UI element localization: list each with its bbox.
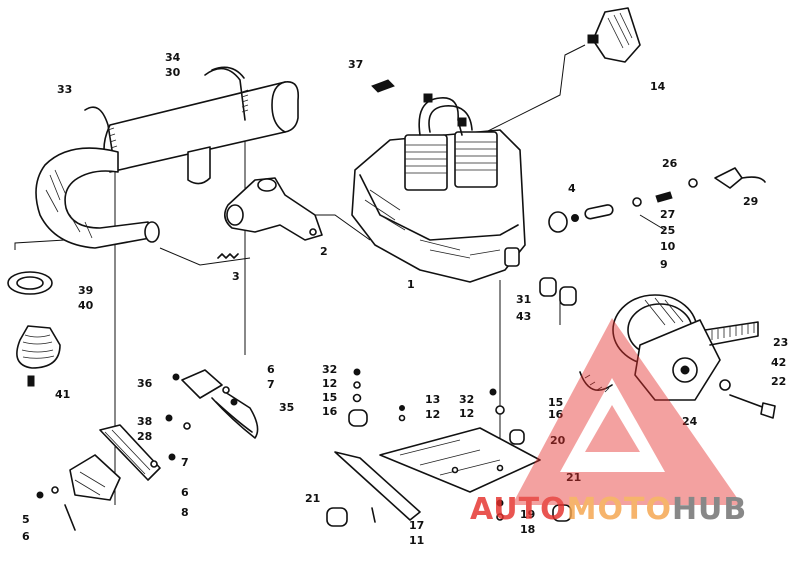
callout-35: 35 <box>279 401 294 414</box>
callout-17: 17 <box>409 519 424 532</box>
part-14-cover <box>587 7 641 63</box>
callout-9: 9 <box>660 258 668 271</box>
callout-32: 32 <box>459 393 474 406</box>
rubber-mounts <box>326 409 572 527</box>
exhaust-manifold <box>224 177 323 241</box>
callout-21: 21 <box>305 492 320 505</box>
callout-12: 12 <box>322 377 337 390</box>
callout-23: 23 <box>773 336 788 349</box>
callout-22: 22 <box>771 375 786 388</box>
watermark-moto: MOTO <box>567 492 672 527</box>
callout-30: 30 <box>165 66 181 79</box>
heat-shield-8 <box>99 424 176 481</box>
callout-11: 11 <box>409 534 424 547</box>
bolt-22 <box>729 394 776 419</box>
callout-20: 20 <box>550 434 566 447</box>
callout-6: 6 <box>181 486 189 499</box>
watermark-triangle-icon <box>512 318 742 505</box>
drive-belt-23 <box>579 321 759 393</box>
callout-40: 40 <box>78 299 94 312</box>
callout-34: 34 <box>165 51 181 64</box>
callout-15: 15 <box>548 396 563 409</box>
callout-26: 26 <box>662 157 678 170</box>
callout-1: 1 <box>407 278 415 291</box>
bushings-31-43 <box>539 277 577 306</box>
watermark-logo: AUTOMOTOHUB <box>470 318 747 527</box>
callout-5: 5 <box>22 513 30 526</box>
callout-16: 16 <box>548 408 564 421</box>
callout-6: 6 <box>267 363 275 376</box>
callout-28: 28 <box>137 430 152 443</box>
callout-27: 27 <box>660 208 675 221</box>
callout-41: 41 <box>55 388 70 401</box>
callout-2: 2 <box>320 245 328 258</box>
shaft-parts-row <box>548 167 766 233</box>
watermark-auto: AUTO <box>470 492 567 527</box>
callout-12: 12 <box>425 408 440 421</box>
callout-8: 8 <box>181 506 189 519</box>
callout-37: 37 <box>348 58 363 71</box>
fasteners <box>352 368 505 523</box>
leader-lines <box>14 44 666 505</box>
callout-43: 43 <box>516 310 531 323</box>
callout-3: 3 <box>232 270 240 283</box>
callout-18: 18 <box>520 523 535 536</box>
part-37-decal <box>371 79 395 93</box>
callout-7: 7 <box>181 456 189 469</box>
callout-29: 29 <box>743 195 758 208</box>
grommet-40 <box>16 325 61 387</box>
callout-39: 39 <box>78 284 93 297</box>
callout-38: 38 <box>137 415 152 428</box>
callout-16: 16 <box>322 405 338 418</box>
callout-42: 42 <box>771 356 786 369</box>
callout-19: 19 <box>520 508 535 521</box>
callout-10: 10 <box>660 240 676 253</box>
callout-32: 32 <box>322 363 337 376</box>
callout-33: 33 <box>57 83 72 96</box>
watermark-hub: HUB <box>672 492 747 527</box>
spring-3 <box>217 253 239 259</box>
muffler-assembly <box>35 66 300 249</box>
callout-24: 24 <box>682 415 698 428</box>
callout-21: 21 <box>566 471 581 484</box>
callout-36: 36 <box>137 377 153 390</box>
callout-4: 4 <box>568 182 576 195</box>
mount-plate <box>334 427 541 521</box>
callout-14: 14 <box>650 80 666 93</box>
callout-12: 12 <box>459 407 474 420</box>
callout-6: 6 <box>22 530 30 543</box>
drive-clutch <box>612 294 721 401</box>
washer-42 <box>719 379 731 391</box>
callout-13: 13 <box>425 393 440 406</box>
callout-31: 31 <box>516 293 531 306</box>
watermark-inner-triangle-icon <box>585 405 640 452</box>
hanger-bracket <box>165 369 259 439</box>
frame-bracket <box>36 454 121 531</box>
gasket-39 <box>7 271 53 295</box>
callout-7: 7 <box>267 378 275 391</box>
watermark-text: AUTOMOTOHUB <box>470 492 747 527</box>
callout-15: 15 <box>322 391 337 404</box>
engine-block <box>351 93 526 283</box>
callout-25: 25 <box>660 224 675 237</box>
